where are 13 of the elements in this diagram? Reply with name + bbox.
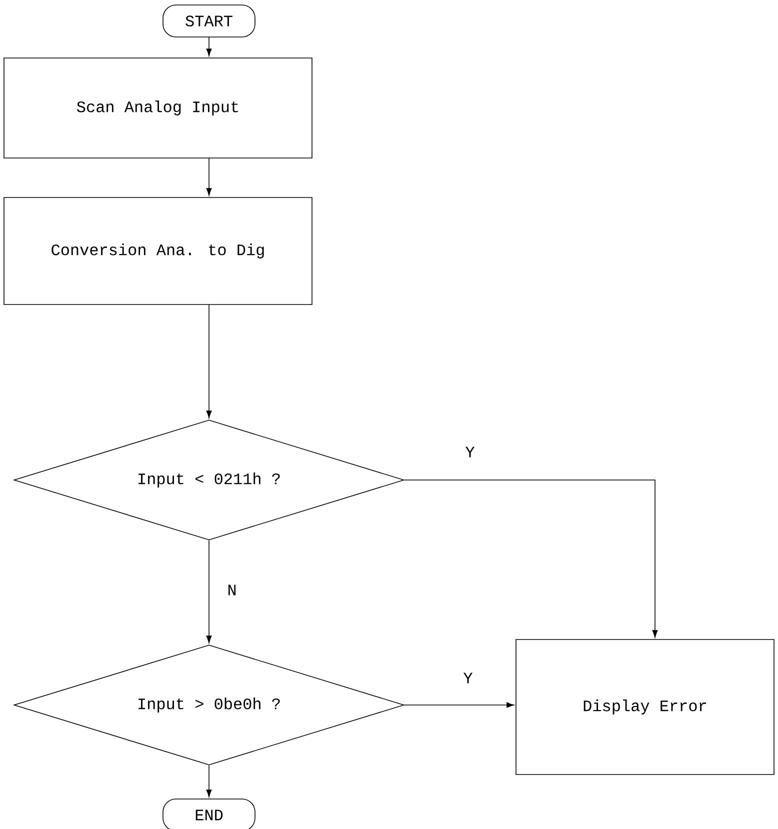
process-box: Conversion Ana. to Dig — [4, 197, 312, 305]
edge-label: N — [226, 584, 238, 596]
arrow — [206, 765, 212, 798]
arrow — [404, 702, 514, 708]
edge-label: Y — [464, 446, 476, 458]
arrow — [404, 480, 658, 638]
process-box: Display Error — [516, 639, 774, 775]
arrow — [206, 158, 212, 196]
process-box: Scan Analog Input — [4, 58, 312, 158]
arrow — [206, 304, 212, 418]
arrow — [206, 37, 212, 56]
arrow — [206, 540, 212, 644]
edge-label: Y — [462, 672, 474, 684]
